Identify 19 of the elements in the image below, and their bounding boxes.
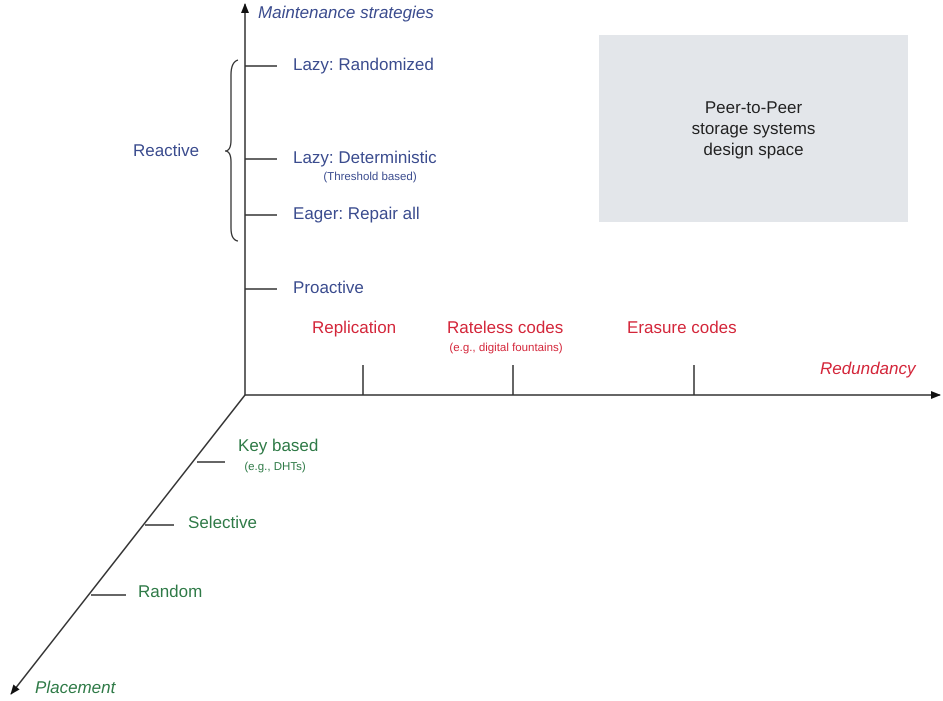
tick-label: Selective — [188, 514, 257, 531]
group-label: Reactive — [133, 142, 200, 159]
axis-title: Placement — [35, 679, 116, 696]
tick-label: Lazy: Deterministic — [293, 149, 437, 166]
axis-title: Maintenance strategies — [258, 4, 434, 21]
design-space-box — [599, 35, 908, 222]
tick-label: Lazy: Randomized — [293, 56, 434, 73]
tick-label: Random — [138, 583, 202, 600]
tick-note: (e.g., digital fountains) — [449, 343, 563, 354]
axis-title: Redundancy — [820, 360, 916, 377]
tick-note: (e.g., DHTs) — [244, 462, 306, 474]
tick-label: Rateless codes — [447, 319, 564, 336]
tick-note: (Threshold based) — [323, 172, 417, 184]
tick-label: Key based — [238, 437, 318, 454]
box-title: Peer-to-Peer storage systems design space — [690, 96, 816, 160]
tick-label: Eager: Repair all — [293, 205, 420, 222]
tick-label: Proactive — [293, 279, 364, 296]
tick-label: Erasure codes — [627, 319, 737, 336]
tick-label: Replication — [312, 319, 396, 336]
